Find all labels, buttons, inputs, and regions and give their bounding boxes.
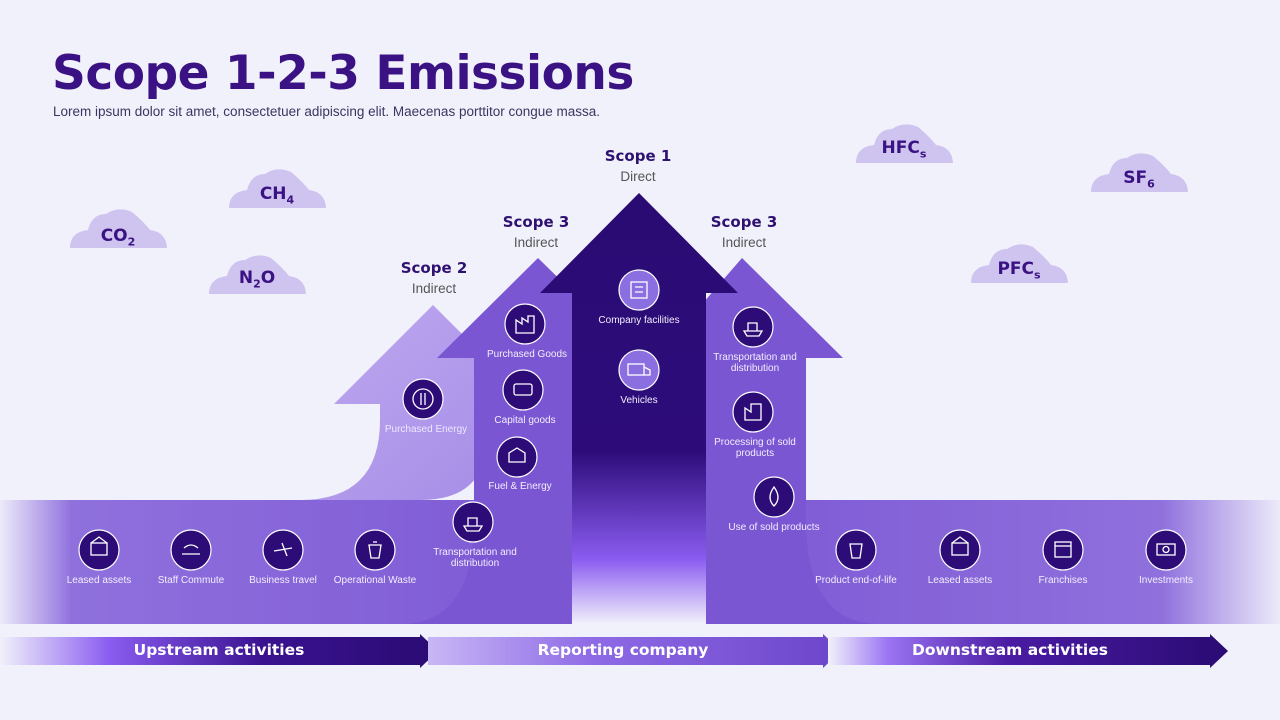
cloud-ch4 xyxy=(229,169,326,208)
scope2-label: Scope 2 Indirect xyxy=(344,259,524,296)
scope1-title: Scope 1 xyxy=(604,147,672,165)
gas-hfcs: HFCs xyxy=(881,138,927,161)
upstream-arrow-bar xyxy=(0,634,438,668)
recycle-bin-icon xyxy=(835,529,877,571)
scope1-arrow xyxy=(540,193,738,624)
building-icon xyxy=(939,529,981,571)
scope2-subtitle: Indirect xyxy=(411,281,457,296)
scope3-downstream-arrow xyxy=(690,258,880,624)
caption-leased-assets-downstream: Leased assets xyxy=(927,575,993,586)
page-title: Scope 1-2-3 Emissions xyxy=(52,46,634,101)
caption-fuel-energy: Fuel & Energy xyxy=(488,481,552,492)
store-icon xyxy=(1042,529,1084,571)
scope3-downstream-title: Scope 3 xyxy=(710,213,778,231)
office-icon xyxy=(618,269,660,311)
cloud-sf6 xyxy=(1091,153,1188,192)
gas-n2o: N2O xyxy=(238,268,276,291)
caption-franchises: Franchises xyxy=(1038,575,1088,586)
caption-leased-assets-upstream: Leased assets xyxy=(66,575,132,586)
downstream-activities-label: Downstream activities xyxy=(912,641,1108,659)
building-icon xyxy=(78,529,120,571)
scope3-upstream-title: Scope 3 xyxy=(502,213,570,231)
energy-icon xyxy=(402,378,444,420)
gas-co2: CO2 xyxy=(100,226,136,249)
scope2-title: Scope 2 xyxy=(400,259,468,277)
downstream-arrow-bar xyxy=(828,634,1228,668)
caption-staff-commute: Staff Commute xyxy=(157,575,225,586)
caption-purchased-goods: Purchased Goods xyxy=(486,349,568,360)
scope3-downstream-label: Scope 3 Indirect xyxy=(654,213,834,250)
reporting-arrow-bar xyxy=(428,634,841,668)
gas-pfcs: PFCs xyxy=(997,259,1041,282)
caption-business-travel: Business travel xyxy=(249,575,317,586)
caption-investments: Investments xyxy=(1139,575,1193,586)
scope3-downstream-subtitle: Indirect xyxy=(721,235,767,250)
scope1-label: Scope 1 Direct xyxy=(548,147,728,184)
fuel-icon xyxy=(496,436,538,478)
upstream-activities-label: Upstream activities xyxy=(133,641,305,659)
bus-icon xyxy=(502,369,544,411)
caption-company-facilities: Company facilities xyxy=(598,315,680,326)
gas-ch4: CH4 xyxy=(259,184,295,207)
caption-operational-waste: Operational Waste xyxy=(333,575,417,586)
page-subtitle: Lorem ipsum dolor sit amet, consectetuer… xyxy=(53,104,601,119)
caption-processing-sold: Processing of sold products xyxy=(714,437,796,459)
caption-capital-goods: Capital goods xyxy=(494,415,556,426)
ship-icon xyxy=(732,306,774,348)
caption-purchased-energy: Purchased Energy xyxy=(384,424,468,435)
cloud-pfcs xyxy=(971,244,1068,283)
caption-vehicles: Vehicles xyxy=(620,395,658,406)
caption-end-of-life: Product end-of-life xyxy=(815,575,897,586)
scope3-upstream-label: Scope 3 Indirect xyxy=(446,213,626,250)
cloud-hfcs xyxy=(856,124,953,163)
scope1-subtitle: Direct xyxy=(620,169,656,184)
plant-icon xyxy=(732,391,774,433)
caption-transport-upstream: Transportation and distribution xyxy=(433,547,517,569)
cloud-co2 xyxy=(70,209,167,248)
cloud-n2o xyxy=(209,255,306,294)
trash-icon xyxy=(354,529,396,571)
caption-use-sold: Use of sold products xyxy=(728,522,820,533)
reporting-company-label: Reporting company xyxy=(537,641,709,659)
gas-sf6: SF6 xyxy=(1123,168,1155,191)
factory-icon xyxy=(504,303,546,345)
commute-icon xyxy=(170,529,212,571)
scope3-upstream-subtitle: Indirect xyxy=(513,235,559,250)
money-icon xyxy=(1145,529,1187,571)
caption-transport-downstream: Transportation and distribution xyxy=(713,352,797,374)
ship-icon xyxy=(452,501,494,543)
drop-icon xyxy=(753,476,795,518)
truck-icon xyxy=(618,349,660,391)
